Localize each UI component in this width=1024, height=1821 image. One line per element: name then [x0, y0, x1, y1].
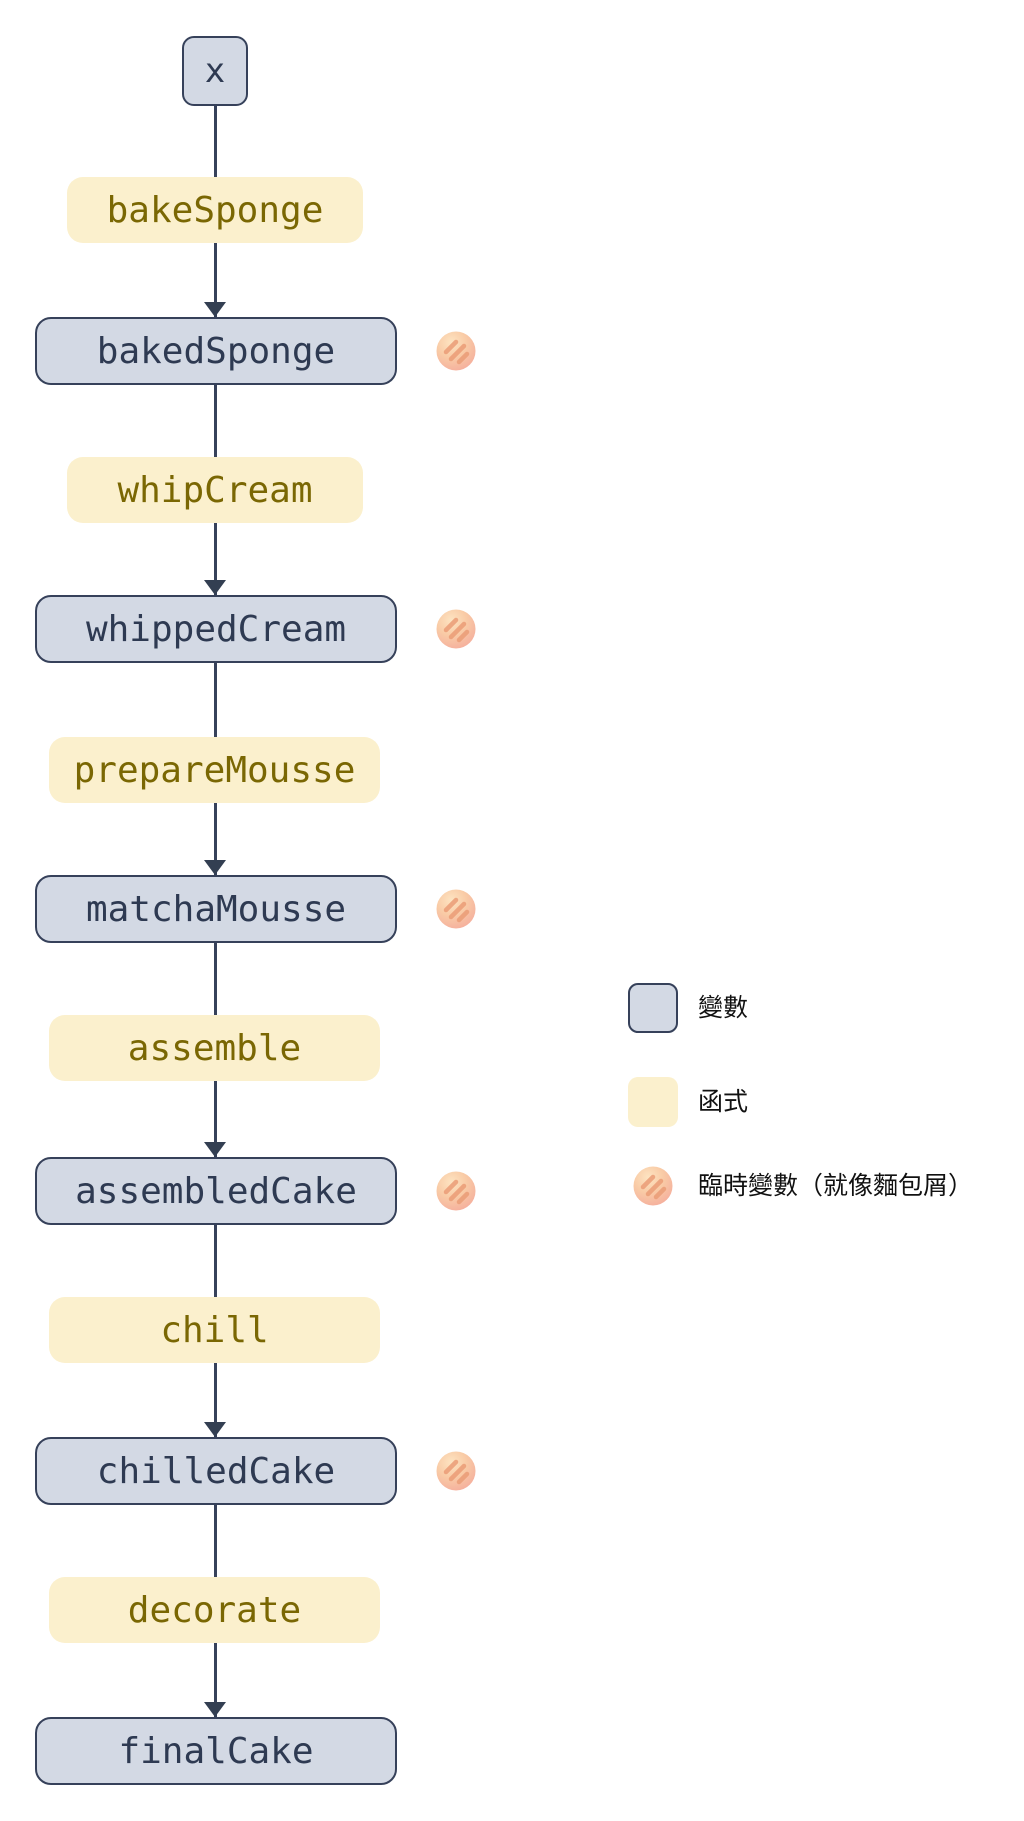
edge-label-decorate: decorate — [49, 1577, 380, 1643]
function-label: assemble — [127, 1027, 302, 1069]
cookie-icon — [436, 889, 476, 929]
legend-function-swatch — [628, 1077, 678, 1127]
node-start-x: x — [182, 36, 248, 106]
variable-label: bakedSponge — [96, 330, 336, 372]
variable-label: finalCake — [118, 1730, 314, 1772]
arrow-down-icon — [204, 1142, 226, 1157]
variable-label: matchaMousse — [85, 888, 347, 930]
legend-variable-label: 變數 — [698, 994, 749, 1022]
cookie-icon — [436, 331, 476, 371]
function-label: chill — [160, 1309, 269, 1351]
edge-label-chill: chill — [49, 1297, 380, 1363]
function-label: whipCream — [117, 469, 313, 511]
cookie-icon — [436, 1171, 476, 1211]
edge-label-preparemousse: prepareMousse — [49, 737, 380, 803]
node-assembledcake: assembledCake — [35, 1157, 397, 1225]
edge-label-assemble: assemble — [49, 1015, 380, 1081]
function-label: bakeSponge — [106, 189, 324, 231]
node-matchamousse: matchaMousse — [35, 875, 397, 943]
legend-variable-swatch — [628, 983, 678, 1033]
function-label: prepareMousse — [73, 749, 356, 791]
cookie-icon — [436, 1451, 476, 1491]
variable-label: chilledCake — [96, 1450, 336, 1492]
legend-function-label: 函式 — [698, 1088, 749, 1116]
cookie-icon — [436, 609, 476, 649]
cookie-icon — [633, 1166, 673, 1206]
node-whippedcream: whippedCream — [35, 595, 397, 663]
arrow-down-icon — [204, 1422, 226, 1437]
node-start-x-label: x — [204, 51, 226, 91]
edge-label-whipcream: whipCream — [67, 457, 363, 523]
legend-temp-variable-label: 臨時變數（就像麵包屑） — [698, 1172, 974, 1200]
arrow-down-icon — [204, 1702, 226, 1717]
arrow-down-icon — [204, 580, 226, 595]
node-chilledcake: chilledCake — [35, 1437, 397, 1505]
arrow-down-icon — [204, 302, 226, 317]
variable-label: whippedCream — [85, 608, 347, 650]
edge-label-bakesponge: bakeSponge — [67, 177, 363, 243]
arrow-down-icon — [204, 860, 226, 875]
variable-label: assembledCake — [75, 1170, 357, 1212]
function-label: decorate — [127, 1589, 302, 1631]
node-finalcake: finalCake — [35, 1717, 397, 1785]
node-bakedsponge: bakedSponge — [35, 317, 397, 385]
